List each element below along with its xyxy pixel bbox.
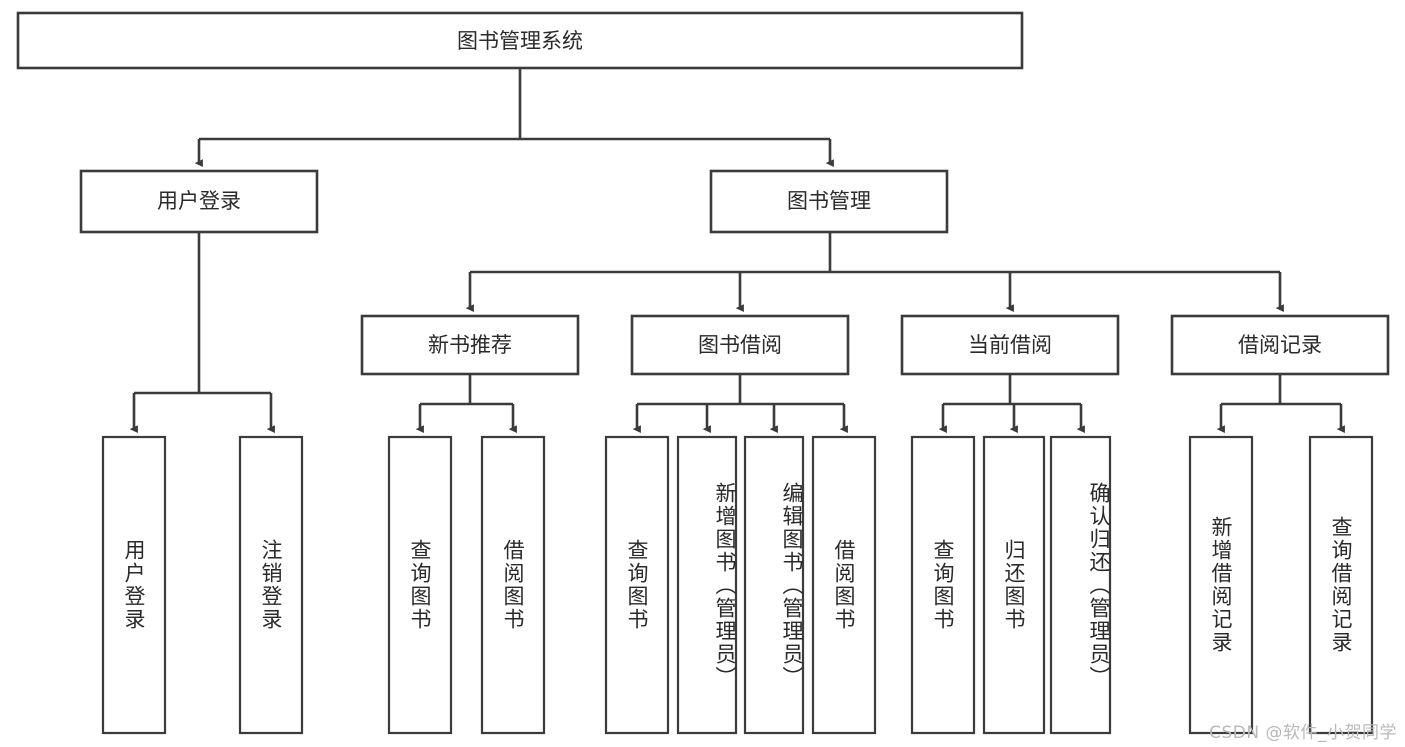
- node-leaf-query-borrow-record-box[interactable]: [1308, 435, 1374, 735]
- edges-user-login-to-leaves: [129, 232, 275, 434]
- node-leaf-confirm-return-box[interactable]: [1049, 435, 1112, 735]
- node-leaf-borrow-book-2-box[interactable]: [811, 435, 877, 735]
- node-leaf-logout-login-box[interactable]: [238, 435, 304, 735]
- node-new-book-recommend[interactable]: 新书推荐: [360, 314, 580, 376]
- node-leaf-add-book-admin-box[interactable]: [676, 435, 738, 735]
- node-leaf-query-book-1-box[interactable]: [387, 435, 453, 735]
- node-book-borrow[interactable]: 图书借阅: [630, 314, 850, 376]
- node-leaf-user-login-box[interactable]: [101, 435, 167, 735]
- node-current-borrow[interactable]: 当前借阅: [900, 314, 1120, 376]
- node-user-login-label: 用户登录: [157, 189, 241, 213]
- node-leaf-borrow-book-1-box[interactable]: [480, 435, 546, 735]
- node-current-borrow-box[interactable]: [900, 314, 1120, 376]
- node-book-manage[interactable]: 图书管理: [709, 169, 949, 234]
- edges-book-borrow-to-leaves: [632, 374, 848, 434]
- node-leaf-query-book-3-box[interactable]: [910, 435, 976, 735]
- edges-new-book-recommend-to-leaves: [415, 374, 517, 434]
- node-leaf-query-book-2-box[interactable]: [604, 435, 670, 735]
- edges-current-borrow-to-leaves: [938, 374, 1085, 434]
- node-book-manage-box[interactable]: [709, 169, 949, 234]
- node-borrow-record-label: 借阅记录: [1238, 333, 1322, 357]
- node-current-borrow-label: 当前借阅: [968, 333, 1052, 357]
- node-root[interactable]: 图书管理系统: [16, 11, 1024, 70]
- node-user-login[interactable]: 用户登录: [79, 169, 319, 234]
- node-new-book-recommend-box[interactable]: [360, 314, 580, 376]
- node-borrow-record[interactable]: 借阅记录: [1170, 314, 1390, 376]
- node-book-borrow-label: 图书借阅: [698, 333, 782, 357]
- node-book-manage-label: 图书管理: [787, 189, 871, 213]
- node-user-login-box[interactable]: [79, 169, 319, 234]
- node-root-box[interactable]: [16, 11, 1024, 70]
- node-borrow-record-box[interactable]: [1170, 314, 1390, 376]
- node-book-borrow-box[interactable]: [630, 314, 850, 376]
- node-leaf-return-book-box[interactable]: [982, 435, 1046, 735]
- node-root-label: 图书管理系统: [457, 29, 583, 53]
- node-leaf-add-borrow-record-box[interactable]: [1188, 435, 1254, 735]
- edges-book-manage-to-level3: [465, 232, 1284, 313]
- node-new-book-recommend-label: 新书推荐: [428, 333, 512, 357]
- csdn-watermark: CSDN @软件_小贺同学: [1209, 723, 1397, 743]
- edges-root-to-level2: [194, 68, 834, 168]
- edges-borrow-record-to-leaves: [1216, 374, 1345, 434]
- node-leaf-edit-book-admin-box[interactable]: [743, 435, 805, 735]
